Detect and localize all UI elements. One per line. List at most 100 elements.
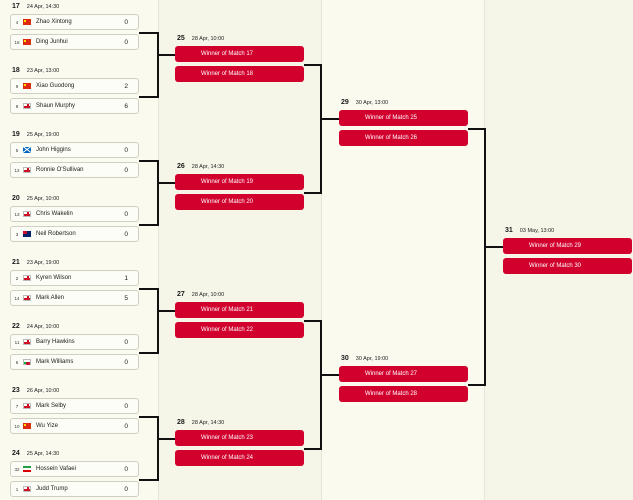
winner-slot[interactable]: Winner of Match 26 xyxy=(339,130,468,146)
flag-en-icon xyxy=(23,339,31,345)
match-number: 21 xyxy=(12,259,20,266)
match-number: 28 xyxy=(177,419,185,426)
match-number: 26 xyxy=(177,163,185,170)
seed-number: 4 xyxy=(15,19,19,25)
winner-slot[interactable]: Winner of Match 18 xyxy=(175,66,304,82)
seed-number: 11 xyxy=(14,339,20,345)
winner-slot[interactable]: Winner of Match 20 xyxy=(175,194,304,210)
match-number: 29 xyxy=(341,99,349,106)
bracket-connector-line xyxy=(484,128,486,386)
flag-en-icon xyxy=(23,275,31,281)
flag-cn-icon xyxy=(23,19,31,25)
bracket-connector-line xyxy=(320,320,322,450)
match-number: 22 xyxy=(12,323,20,330)
winner-slot[interactable]: Winner of Match 22 xyxy=(175,322,304,338)
flag-en-icon xyxy=(23,167,31,173)
match-number: 18 xyxy=(12,67,20,74)
seed-number: 16 xyxy=(14,39,20,45)
match-number: 20 xyxy=(12,195,20,202)
player-name: Ding Junhui xyxy=(36,39,68,45)
winner-slot[interactable]: Winner of Match 23 xyxy=(175,430,304,446)
column-divider xyxy=(158,0,159,500)
bracket-connector-line xyxy=(139,32,157,34)
round-column-quarterfinals xyxy=(158,0,321,500)
player-score: 0 xyxy=(124,338,128,346)
seed-number: 9 xyxy=(15,83,19,89)
match-date: 26 Apr, 10:00 xyxy=(26,388,60,394)
player-name: Mark Allen xyxy=(36,295,65,301)
bracket-connector-line xyxy=(139,416,157,418)
player-name: Kyren Wilson xyxy=(36,275,72,281)
player-score: 0 xyxy=(124,465,128,473)
flag-en-icon xyxy=(23,486,31,492)
player-name: Mark Selby xyxy=(36,403,67,409)
flag-cn-icon xyxy=(23,83,31,89)
match-date: 25 Apr, 10:00 xyxy=(26,196,60,202)
seed-number: 13 xyxy=(14,211,20,217)
bracket-connector-line xyxy=(139,224,157,226)
winner-slot[interactable]: Winner of Match 27 xyxy=(339,366,468,382)
player-score: 0 xyxy=(124,402,128,410)
match-number: 17 xyxy=(12,3,20,10)
winner-slot[interactable]: Winner of Match 28 xyxy=(339,386,468,402)
flag-ir-icon xyxy=(23,466,31,472)
match-number: 24 xyxy=(12,450,20,457)
player-name: Zhao Xintong xyxy=(36,19,72,25)
flag-cn-icon xyxy=(23,423,31,429)
winner-slot[interactable]: Winner of Match 24 xyxy=(175,450,304,466)
seed-number: 32 xyxy=(14,466,20,472)
player-name: Shaun Murphy xyxy=(36,103,76,109)
bracket-connector-line xyxy=(468,384,484,386)
player-name: Ronnie O'Sullivan xyxy=(36,167,84,173)
winner-slot[interactable]: Winner of Match 21 xyxy=(175,302,304,318)
flag-en-icon xyxy=(23,295,31,301)
bracket-connector-line xyxy=(157,310,175,312)
bracket-connector-line xyxy=(304,192,320,194)
seed-number: 12 xyxy=(14,167,20,173)
match-header: 26 28 Apr, 14:30 xyxy=(177,161,224,173)
match-date: 30 Apr, 13:00 xyxy=(355,100,389,106)
match-date: 28 Apr, 10:00 xyxy=(191,292,225,298)
match-date: 25 Apr, 19:00 xyxy=(26,132,60,138)
seed-number: 6 xyxy=(15,359,19,365)
player-name: Neil Robertson xyxy=(36,231,76,237)
winner-slot[interactable]: Winner of Match 25 xyxy=(339,110,468,126)
player-score: 1 xyxy=(124,274,128,282)
match-number: 23 xyxy=(12,387,20,394)
match-date: 28 Apr, 14:30 xyxy=(191,164,225,170)
player-name: Judd Trump xyxy=(36,486,68,492)
winner-slot[interactable]: Winner of Match 17 xyxy=(175,46,304,62)
winner-slot[interactable]: Winner of Match 19 xyxy=(175,174,304,190)
winner-slot[interactable]: Winner of Match 29 xyxy=(503,238,632,254)
match-header: 20 25 Apr, 10:00 xyxy=(12,193,59,205)
seed-number: 10 xyxy=(14,423,20,429)
winner-slot[interactable]: Winner of Match 30 xyxy=(503,258,632,274)
bracket-connector-line xyxy=(320,374,339,376)
flag-en-icon xyxy=(23,103,31,109)
seed-number: 8 xyxy=(15,103,19,109)
player-score: 0 xyxy=(124,485,128,493)
flag-sc-icon xyxy=(23,147,31,153)
match-number: 27 xyxy=(177,291,185,298)
bracket-connector-line xyxy=(157,182,175,184)
